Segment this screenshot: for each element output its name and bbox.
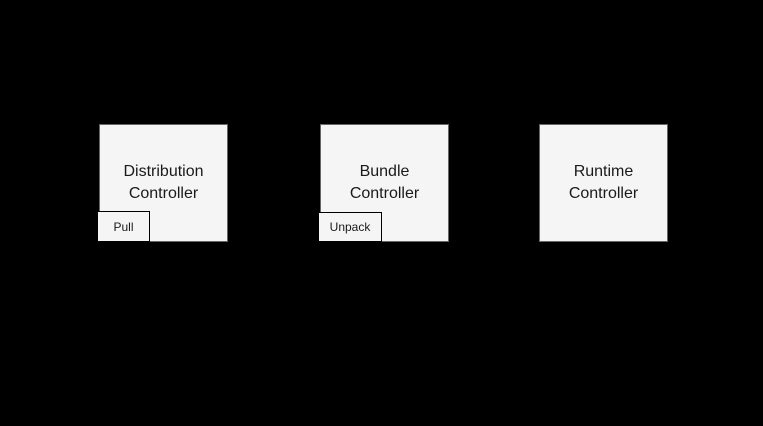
node-distribution-controller-label: Distribution Controller [123, 163, 204, 202]
node-bundle-controller: Bundle Controller Unpack [318, 124, 449, 242]
unpack-action-badge: Unpack [318, 212, 382, 242]
node-distribution-controller: Distribution Controller Pull [97, 124, 228, 242]
node-bundle-controller-label: Bundle Controller [349, 163, 420, 202]
unpack-action-label: Unpack [329, 220, 371, 234]
pull-action-label: Pull [113, 219, 134, 234]
pull-action-badge: Pull [97, 211, 150, 242]
node-runtime-controller-label: Runtime Controller [568, 163, 639, 202]
node-runtime-controller: Runtime Controller [539, 124, 668, 242]
